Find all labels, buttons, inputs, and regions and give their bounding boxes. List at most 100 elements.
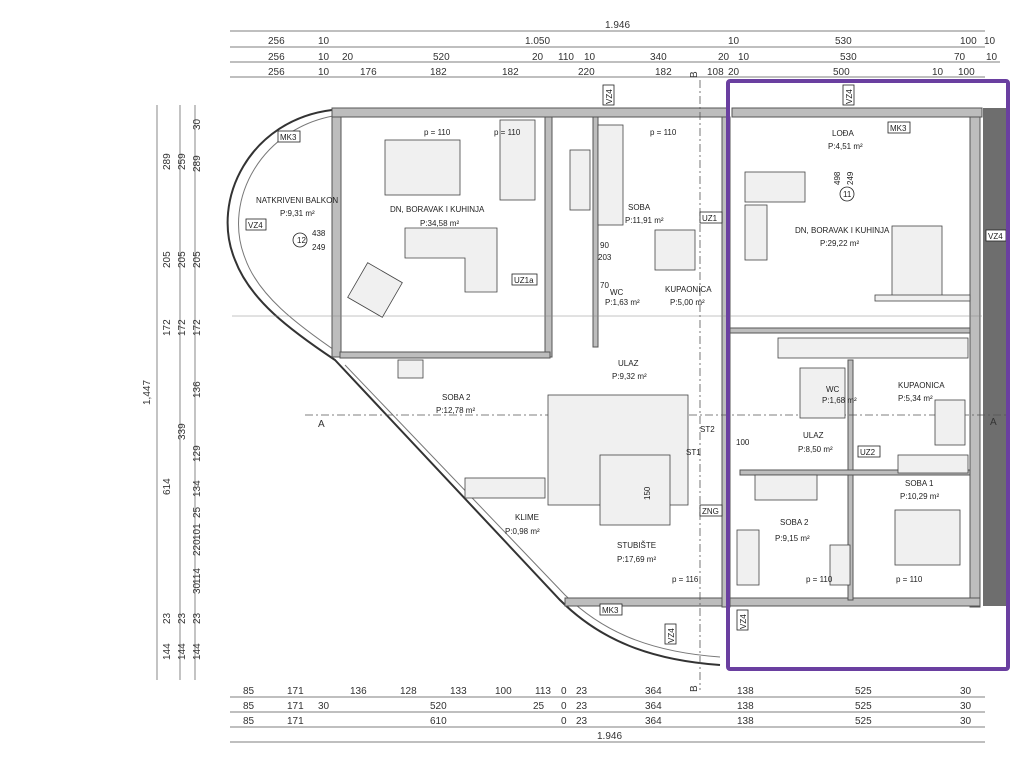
loda-bench (744, 171, 806, 203)
dim-bot-r3-8: 525 (855, 716, 872, 727)
dim-top-r2-2: 10 (318, 36, 330, 47)
dim-top-r2-4: 10 (728, 36, 740, 47)
dim-top-r3-10: 10 (738, 52, 750, 63)
dim-bot-r1-1: 85 (243, 686, 255, 697)
kitchen-row (777, 337, 969, 359)
label-p110-e: p = 110 (806, 575, 833, 584)
dim-left-c1-6: 144 (162, 643, 173, 660)
shower (934, 399, 966, 446)
room-ulaz1-area: P:9,32 m² (612, 372, 647, 381)
dim-top-r4-4: 182 (430, 67, 447, 78)
dim-left-c1-1: 289 (162, 153, 173, 170)
sofa (404, 227, 498, 293)
dim-bot-r1-6: 100 (495, 686, 512, 697)
dim-top-r4-3: 176 (360, 67, 377, 78)
sofa-right (744, 204, 768, 261)
dim-bot-r2-4: 520 (430, 701, 447, 712)
misc-labels: MK3 MK3 MK3 VZ4 VZ4 VZ4 VZ4 VZ4 VZ4 UZ1 … (245, 71, 1007, 692)
highlight-frame (726, 79, 1010, 671)
dim-top-r2-1: 256 (268, 36, 285, 47)
dim-bot-r2-6: 0 (561, 701, 567, 712)
label-p116: p = 116 (672, 575, 699, 584)
label-d150: 150 (643, 486, 652, 500)
label-vz4-b: VZ4 (605, 89, 614, 104)
tv-unit (397, 359, 424, 379)
label-p110-c: p = 110 (650, 128, 677, 137)
dim-top-r2-3: 1.050 (525, 36, 550, 47)
label-uz1-b: UZ1a (514, 276, 534, 285)
kitchen-counter-right (874, 294, 971, 302)
dim-top-r3-4: 520 (433, 52, 450, 63)
label-section-a-right: A (990, 417, 997, 428)
room-kupaonica1-name: KUPAONICA (665, 285, 712, 294)
dim-bot-r2-7: 23 (576, 701, 588, 712)
dim-total-bottom: 1.946 (597, 731, 622, 742)
dining-table (384, 139, 461, 196)
label-d70: 70 (600, 281, 609, 290)
dim-left-c1-4: 614 (162, 478, 173, 495)
dim-bot-r3-9: 30 (960, 716, 972, 727)
dim-top-r2-7: 10 (984, 36, 996, 47)
dim-left-c3-14: 144 (192, 643, 203, 660)
tag-11-a: 498 (833, 171, 842, 185)
room-soba2-right-area: P:9,15 m² (775, 534, 810, 543)
dim-left-c3-4: 172 (192, 319, 203, 336)
bottom-dimensions: 85 171 136 128 133 100 113 0 23 364 138 … (230, 686, 985, 743)
dim-left-c2-1: 259 (177, 153, 188, 170)
dim-left-c3-12: 30 (192, 582, 203, 594)
room-loda-area: P:4,51 m² (828, 142, 863, 151)
label-section-a-left: A (318, 419, 325, 430)
dim-top-r3-7: 10 (584, 52, 596, 63)
label-d90: 90 (600, 241, 609, 250)
room-dn2-name: DN, BORAVAK I KUHINJA (795, 226, 890, 235)
right-furniture (736, 171, 971, 586)
room-ulaz2-name: ULAZ (803, 431, 824, 440)
label-zng: ZNG (702, 507, 719, 516)
dim-left-c3-2: 289 (192, 155, 203, 172)
dim-left-c1-3: 172 (162, 319, 173, 336)
wardrobe-soba2 (736, 529, 760, 586)
dim-left-c2-4: 339 (177, 423, 188, 440)
dim-left-c2-3: 172 (177, 319, 188, 336)
dim-bot-r1-2: 171 (287, 686, 304, 697)
balcony-storage (464, 477, 546, 499)
dim-top-r3-8: 340 (650, 52, 667, 63)
label-p110-f: p = 110 (896, 575, 923, 584)
room-soba1-area: P:10,29 m² (900, 492, 939, 501)
dim-left-c3-9: 101 (192, 523, 203, 540)
room-labels: NATKRIVENI BALKON P:9,31 m² DN, BORAVAK … (256, 129, 945, 564)
dim-left-c3-3: 205 (192, 251, 203, 268)
label-vz4-a: VZ4 (248, 221, 263, 230)
dim-bot-r1-5: 133 (450, 686, 467, 697)
room-dn1-area: P:34,58 m² (420, 219, 459, 228)
lift-shaft (599, 454, 671, 526)
tag-11: 11 (843, 190, 852, 199)
room-soba2-right-name: SOBA 2 (780, 518, 809, 527)
dim-top-r3-1: 256 (268, 52, 285, 63)
chair-desk (829, 544, 851, 586)
dim-bot-r2-1: 85 (243, 701, 255, 712)
room-klime-area: P:0,98 m² (505, 527, 540, 536)
label-vz4-f: VZ4 (667, 628, 676, 643)
dim-bot-r2-9: 138 (737, 701, 754, 712)
room-ulaz2-area: P:8,50 m² (798, 445, 833, 454)
dim-left-c3-5: 136 (192, 381, 203, 398)
room-wc1-area: P:1,63 m² (605, 298, 640, 307)
kitchen-island (499, 119, 536, 201)
room-dn2-area: P:29,22 m² (820, 239, 859, 248)
dim-bot-r3-5: 23 (576, 716, 588, 727)
dim-bot-r1-11: 138 (737, 686, 754, 697)
dim-top-r4-5: 182 (502, 67, 519, 78)
dim-bot-r2-11: 30 (960, 701, 972, 712)
room-soba-top-name: SOBA (628, 203, 651, 212)
lounge-chair (347, 262, 403, 318)
room-soba1-name: SOBA 1 (905, 479, 934, 488)
dim-bot-r3-6: 364 (645, 716, 662, 727)
room-stubiste-area: P:17,69 m² (617, 555, 656, 564)
dining-table-right (891, 225, 943, 297)
dim-top-r2-6: 100 (960, 36, 977, 47)
dim-left-c3-13: 23 (192, 612, 203, 624)
label-st1: ST1 (686, 448, 701, 457)
dim-top-r4-7: 182 (655, 67, 672, 78)
